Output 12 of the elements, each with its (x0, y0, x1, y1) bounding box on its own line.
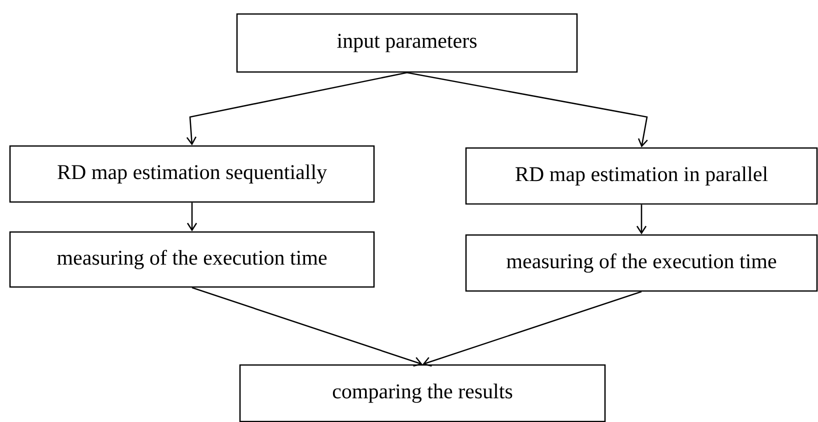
process-box: measuring of the execution time (9, 231, 375, 288)
arrow (192, 287, 422, 367)
arrow (422, 291, 642, 367)
process-box: measuring of the execution time (465, 234, 818, 292)
process-box: RD map estimation in parallel (465, 147, 818, 205)
process-box: input parameters (236, 13, 578, 73)
arrow (186, 202, 198, 232)
arrow (186, 72, 408, 146)
process-box: RD map estimation sequentially (9, 145, 375, 203)
arrow (406, 72, 648, 148)
arrow (636, 204, 647, 234)
process-box: comparing the results (239, 364, 606, 422)
